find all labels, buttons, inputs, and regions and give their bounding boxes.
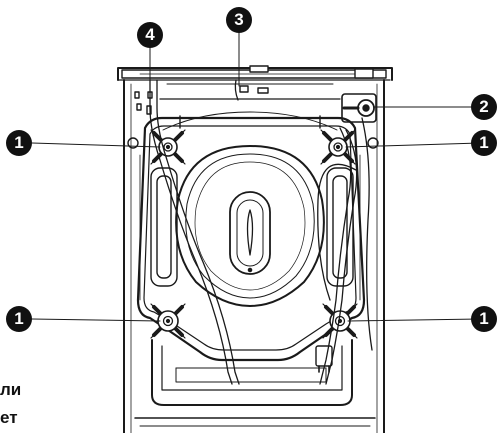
callout-1-top-left: 1	[6, 130, 32, 156]
lower-tray	[134, 339, 376, 427]
side-channels	[139, 154, 361, 301]
callout-1-bottom-right: 1	[471, 306, 497, 332]
callout-3: 3	[226, 7, 252, 33]
screw-hole-right	[367, 137, 379, 149]
callout-4: 4	[137, 22, 163, 48]
screw-hole-left	[127, 137, 139, 149]
transport-bolt-top-left	[150, 129, 186, 165]
top-cover	[117, 65, 393, 81]
cropped-text-line-2: ет	[0, 408, 18, 427]
rear-panel	[117, 79, 391, 434]
callout-1-bottom-left: 1	[6, 306, 32, 332]
cropped-text-line-1: ли	[0, 380, 22, 399]
power-plug	[315, 345, 333, 373]
transport-bolt-top-right	[320, 129, 356, 165]
callout-2: 2	[471, 94, 497, 120]
drum-back	[175, 145, 325, 307]
water-inlet-valve	[341, 93, 377, 123]
callout-1-top-right: 1	[471, 130, 497, 156]
drain-hose	[149, 79, 240, 385]
leader-lines	[31, 27, 481, 322]
